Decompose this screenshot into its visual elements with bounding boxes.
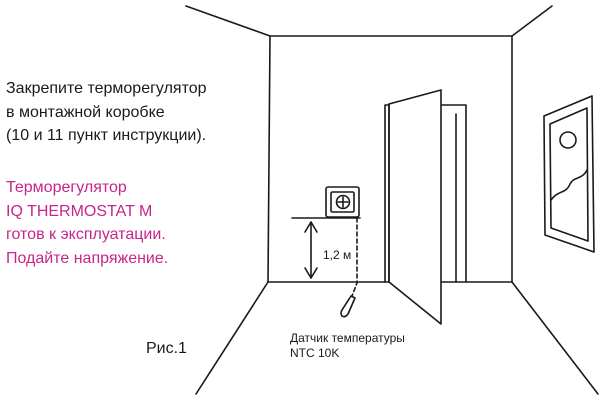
picture-hills xyxy=(550,169,588,201)
sensor-label: Датчик температуры NTC 10K xyxy=(290,331,405,361)
mounting-instruction-line: в монтажной коробке xyxy=(6,103,165,121)
picture-frame-outer xyxy=(543,95,595,253)
floor-edge-left xyxy=(195,281,269,395)
ceiling-edge-right xyxy=(511,5,553,37)
wall-picture-icon xyxy=(543,95,595,253)
sensor-label-line: NTC 10K xyxy=(290,346,340,360)
ready-instruction-line: IQ THERMOSTAT M xyxy=(6,202,153,220)
sensor-label-line: Датчик температуры xyxy=(290,331,405,345)
ready-instruction-line: Подайте напряжение. xyxy=(6,249,169,267)
mounting-instruction-line: (10 и 11 пункт инструкции). xyxy=(6,127,207,144)
height-arrow-head-top xyxy=(304,221,318,233)
figure-caption: Рис.1 xyxy=(146,340,187,357)
door-icon xyxy=(384,89,467,325)
height-dimension xyxy=(304,221,318,279)
mounting-instruction: Закрепите терморегулятор в монтажной кор… xyxy=(6,77,207,148)
sensor-cable xyxy=(351,217,358,297)
temperature-sensor-icon xyxy=(340,295,356,318)
door-leaf xyxy=(388,89,442,325)
room-outline xyxy=(185,5,599,395)
floor-edge-right xyxy=(511,281,599,395)
thermostat-face xyxy=(330,191,355,213)
sensor-probe xyxy=(340,295,356,318)
ceiling-edge-left xyxy=(185,5,271,37)
ready-instruction-line: Терморегулятор xyxy=(6,179,127,196)
picture-frame-inner xyxy=(549,107,589,242)
height-arrow-head-bottom xyxy=(304,267,318,279)
ready-instruction-line: готов к эксплуатации. xyxy=(6,226,166,243)
mounting-instruction-line: Закрепите терморегулятор xyxy=(6,80,207,97)
thermostat-icon xyxy=(325,186,360,218)
picture-sun xyxy=(559,131,577,149)
ready-instruction: Терморегулятор IQ THERMOSTAT M готов к э… xyxy=(6,176,168,270)
height-label: 1,2 м xyxy=(323,248,352,262)
thermostat-dial xyxy=(335,194,351,210)
